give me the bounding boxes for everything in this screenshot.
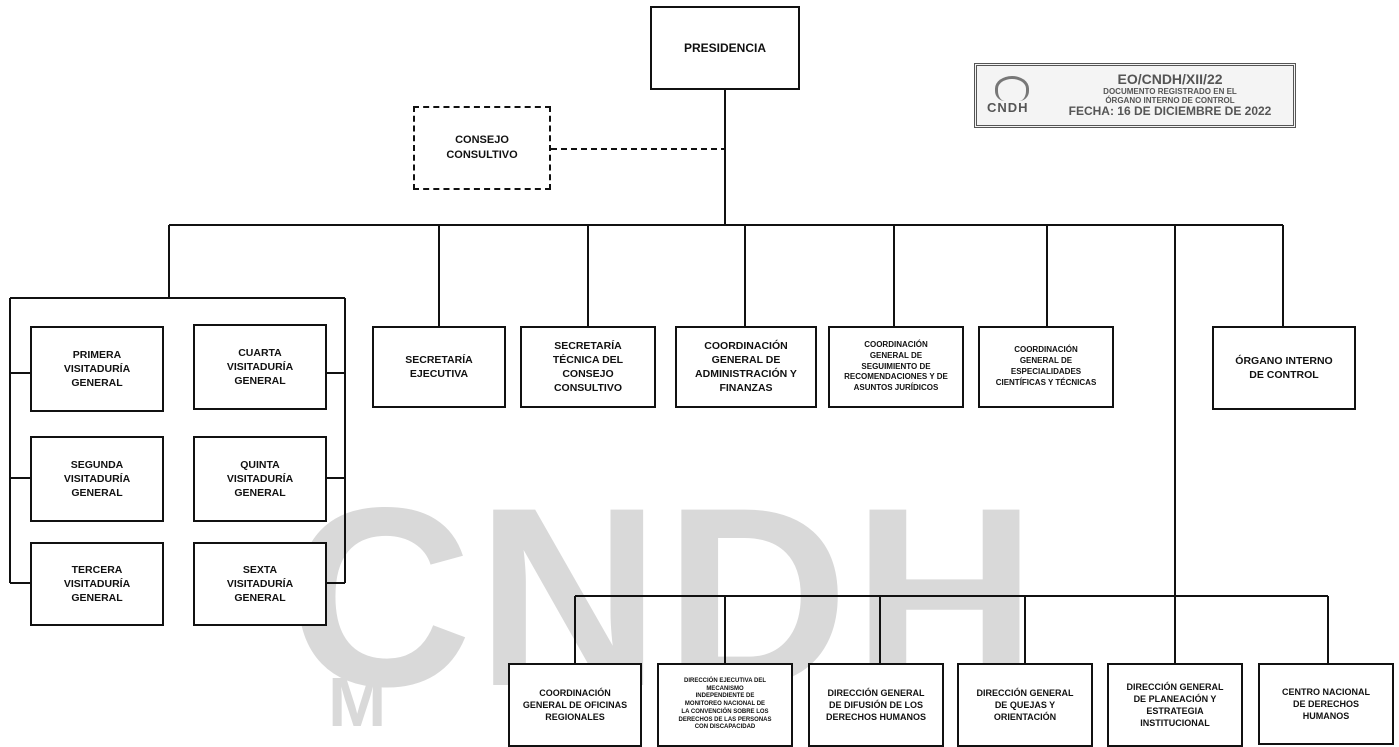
oficinas-regionales-box: COORDINACIÓN GENERAL DE OFICINAS REGIONA… [508, 663, 642, 747]
sexta-visitaduria-box: SEXTA VISITADURÍA GENERAL [193, 542, 327, 626]
quinta-visitaduria-box: QUINTA VISITADURÍA GENERAL [193, 436, 327, 522]
presidencia-box: PRESIDENCIA [650, 6, 800, 90]
coordinacion-administracion-box: COORDINACIÓN GENERAL DE ADMINISTRACIÓN Y… [675, 326, 817, 408]
primera-visitaduria-box: PRIMERA VISITADURÍA GENERAL [30, 326, 164, 412]
stamp-emblem-icon [995, 76, 1029, 101]
coordinacion-seguimiento-box: COORDINACIÓN GENERAL DE SEGUIMIENTO DE R… [828, 326, 964, 408]
watermark-m: M [328, 663, 387, 741]
stamp-text: EO/CNDH/XII/22 DOCUMENTO REGISTRADO EN E… [1047, 71, 1293, 119]
registration-stamp: CNDH EO/CNDH/XII/22 DOCUMENTO REGISTRADO… [974, 63, 1296, 128]
tercera-visitaduria-box: TERCERA VISITADURÍA GENERAL [30, 542, 164, 626]
secretaria-ejecutiva-box: SECRETARÍA EJECUTIVA [372, 326, 506, 408]
stamp-registered: DOCUMENTO REGISTRADO EN EL [1103, 86, 1237, 96]
consejo-consultivo-box: CONSEJO CONSULTIVO [413, 106, 551, 190]
secretaria-tecnica-box: SECRETARÍA TÉCNICA DEL CONSEJO CONSULTIV… [520, 326, 656, 408]
cuarta-visitaduria-box: CUARTA VISITADURÍA GENERAL [193, 324, 327, 410]
organo-interno-control-box: ÓRGANO INTERNO DE CONTROL [1212, 326, 1356, 410]
quejas-orientacion-box: DIRECCIÓN GENERAL DE QUEJAS Y ORIENTACIÓ… [957, 663, 1093, 747]
segunda-visitaduria-box: SEGUNDA VISITADURÍA GENERAL [30, 436, 164, 522]
planeacion-estrategia-box: DIRECCIÓN GENERAL DE PLANEACIÓN Y ESTRAT… [1107, 663, 1243, 747]
coordinacion-especialidades-box: COORDINACIÓN GENERAL DE ESPECIALIDADES C… [978, 326, 1114, 408]
difusion-derechos-box: DIRECCIÓN GENERAL DE DIFUSIÓN DE LOS DER… [808, 663, 944, 747]
stamp-code: EO/CNDH/XII/22 [1117, 71, 1223, 88]
mecanismo-independiente-box: DIRECCIÓN EJECUTIVA DEL MECANISMO INDEPE… [657, 663, 793, 747]
cndh-stamp-logo: CNDH [977, 66, 1047, 125]
centro-nacional-box: CENTRO NACIONAL DE DERECHOS HUMANOS [1258, 663, 1394, 745]
stamp-date: FECHA: 16 DE DICIEMBRE DE 2022 [1068, 104, 1272, 119]
stamp-logo-text: CNDH [987, 100, 1029, 115]
stamp-organ: ÓRGANO INTERNO DE CONTROL [1105, 95, 1235, 105]
